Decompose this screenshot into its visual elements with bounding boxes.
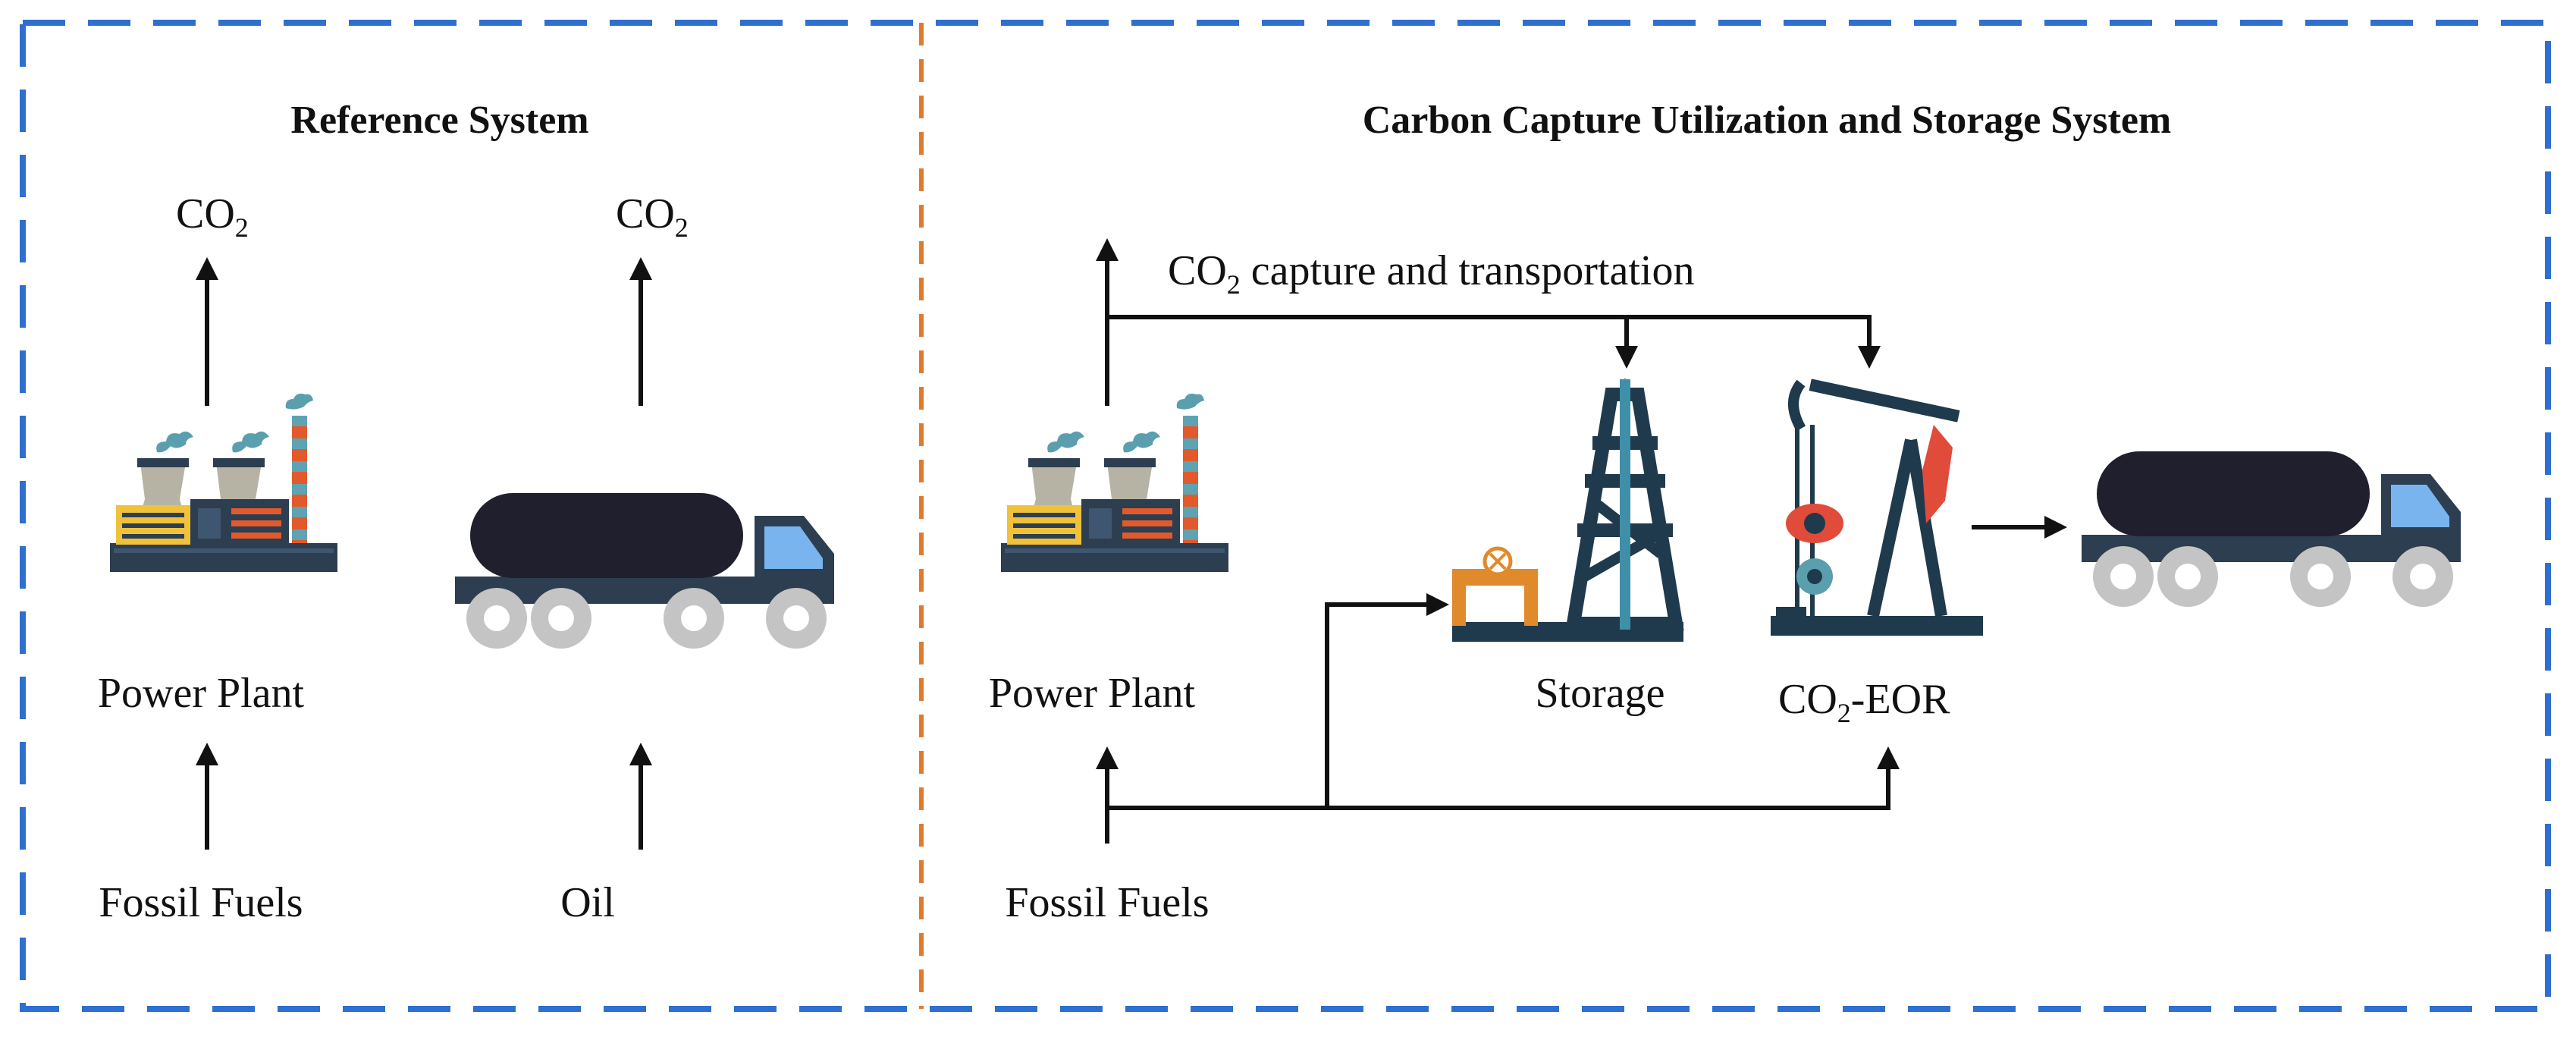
reference-co2-label-plant: CO2 xyxy=(176,190,249,243)
ccus-power-plant-icon xyxy=(1001,393,1228,572)
reference-oil-label: Oil xyxy=(560,879,615,926)
ccus-oil-tanker-truck-icon xyxy=(2082,451,2461,607)
power-plant-icon xyxy=(110,393,337,572)
reference-fossil-fuels-label: Fossil Fuels xyxy=(99,879,303,926)
arrow-capture-to-eor xyxy=(1107,315,1881,369)
co2-eor-label: CO2-EOR xyxy=(1778,676,1950,728)
ccus-fossil-fuels-label: Fossil Fuels xyxy=(1005,879,1209,926)
ccus-power-plant-label: Power Plant xyxy=(989,670,1196,717)
outer-frame xyxy=(20,20,2551,1012)
ccus-title: Carbon Capture Utilization and Storage S… xyxy=(1363,99,2171,142)
oil-tanker-truck-icon xyxy=(455,493,834,649)
co2-capture-transport-label: CO2 capture and transportation xyxy=(1168,247,1694,300)
pumpjack-icon xyxy=(1771,379,1983,636)
storage-derrick-icon xyxy=(1452,378,1684,642)
reference-power-plant-label: Power Plant xyxy=(98,670,305,717)
reference-title: Reference System xyxy=(290,99,588,142)
storage-label: Storage xyxy=(1535,670,1665,717)
arrow-fuels-to-eor xyxy=(1107,746,1900,810)
arrow-fuels-to-storage xyxy=(1325,593,1449,808)
reference-co2-label-oil: CO2 xyxy=(616,190,689,243)
